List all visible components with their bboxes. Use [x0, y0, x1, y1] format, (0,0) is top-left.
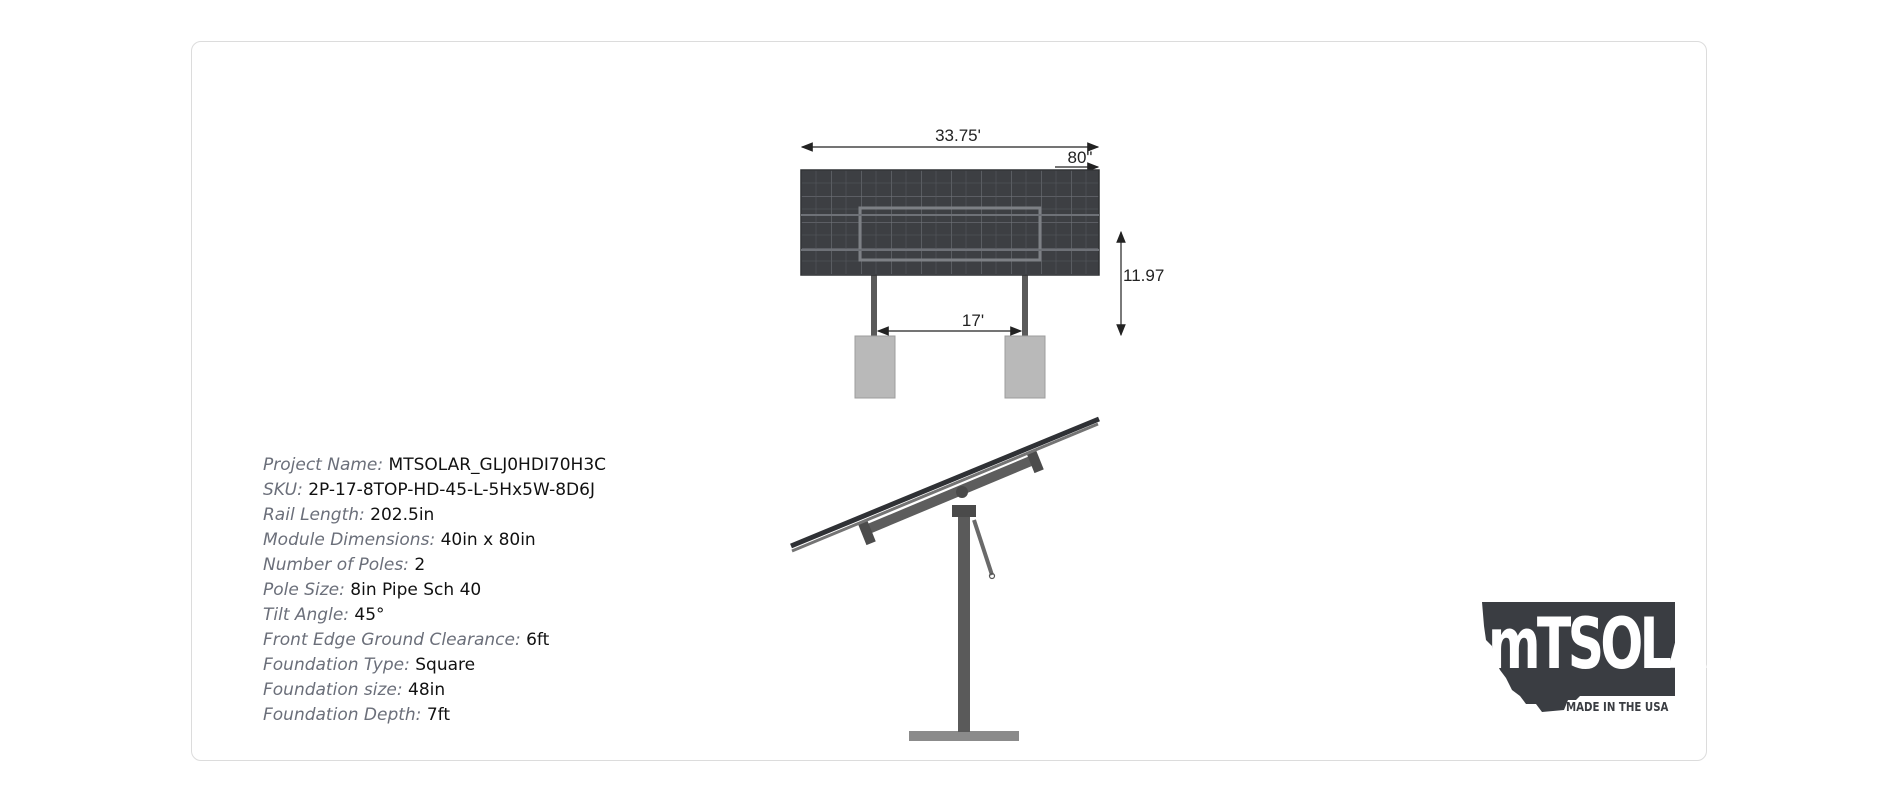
logo-wordmark: mTSOLAR	[1488, 603, 1742, 685]
spec-value: MTSOLAR_GLJ0HDI70H3C	[388, 455, 607, 475]
overall-width-label: 33.75'	[935, 126, 981, 145]
spec-label: SKU:	[263, 480, 303, 500]
spec-value: Square	[415, 655, 476, 675]
front-pole-right	[1022, 270, 1028, 336]
side-base-plate	[909, 731, 1019, 741]
spec-label: Pole Size:	[263, 580, 345, 600]
montana-map-icon	[1482, 602, 1675, 712]
drawing-card	[191, 41, 1707, 761]
spec-value: 2P-17-8TOP-HD-45-L-5Hx5W-8D6J	[308, 480, 595, 500]
spec-label: Module Dimensions:	[263, 530, 436, 550]
spec-label: Rail Length:	[263, 505, 365, 525]
spec-row-tilt-angle: Tilt Angle: 45°	[263, 603, 743, 628]
spec-row-rail-length: Rail Length: 202.5in	[263, 503, 743, 528]
spec-label: Front Edge Ground Clearance:	[263, 630, 521, 650]
side-beam	[864, 453, 1040, 535]
side-pole	[958, 512, 970, 732]
side-panel-frame	[791, 422, 1099, 553]
spec-value: 7ft	[426, 705, 450, 725]
front-foundation-right	[1004, 335, 1046, 399]
spec-label: Project Name:	[263, 455, 384, 475]
height-label: 11.97	[1123, 266, 1164, 285]
side-strut-pin	[988, 572, 996, 580]
spec-row-ground-clearance: Front Edge Ground Clearance: 6ft	[263, 628, 743, 653]
spec-label: Number of Poles:	[263, 555, 409, 575]
pole-spacing-label: 17'	[962, 311, 984, 330]
spec-label: Foundation Depth:	[263, 705, 422, 725]
spec-row-sku: SKU: 2P-17-8TOP-HD-45-L-5Hx5W-8D6J	[263, 478, 743, 503]
side-strut	[972, 519, 994, 576]
spec-value: 8in Pipe Sch 40	[350, 580, 482, 600]
spec-label: Tilt Angle:	[263, 605, 350, 625]
spec-value: 48in	[408, 680, 446, 700]
spec-value: 45°	[354, 605, 385, 625]
spec-value: 2	[414, 555, 426, 575]
front-rail-frame	[858, 206, 1042, 262]
side-panel	[790, 416, 1100, 549]
spec-value: 6ft	[526, 630, 550, 650]
spec-list: Project Name: MTSOLAR_GLJ0HDI70H3C SKU: …	[263, 453, 743, 728]
spec-value: 202.5in	[370, 505, 435, 525]
spec-label: Foundation size:	[263, 680, 403, 700]
panel-array	[800, 169, 1100, 276]
side-rail-clip-lower	[858, 520, 876, 546]
spec-row-foundation-depth: Foundation Depth: 7ft	[263, 703, 743, 728]
side-hub	[956, 486, 968, 498]
spec-row-module-dimensions: Module Dimensions: 40in x 80in	[263, 528, 743, 553]
spec-label: Foundation Type:	[263, 655, 410, 675]
front-view: 33.75' 80" 17' 11.97	[800, 126, 1164, 399]
spec-row-number-of-poles: Number of Poles: 2	[263, 553, 743, 578]
spec-row-project-name: Project Name: MTSOLAR_GLJ0HDI70H3C	[263, 453, 743, 478]
front-foundation-left	[854, 335, 896, 399]
side-rail-clip-upper	[1026, 448, 1044, 474]
front-pole-left	[871, 270, 877, 336]
side-pole-cap	[952, 505, 976, 517]
side-view	[790, 416, 1100, 741]
spec-value: 40in x 80in	[440, 530, 536, 550]
module-length-label: 80"	[1068, 148, 1093, 167]
spec-row-pole-size: Pole Size: 8in Pipe Sch 40	[263, 578, 743, 603]
spec-row-foundation-size: Foundation size: 48in	[263, 678, 743, 703]
mtsolar-logo: mTSOLAR MADE IN THE USA	[1480, 600, 1742, 720]
spec-row-foundation-type: Foundation Type: Square	[263, 653, 743, 678]
logo-tagline: MADE IN THE USA	[1566, 700, 1669, 714]
